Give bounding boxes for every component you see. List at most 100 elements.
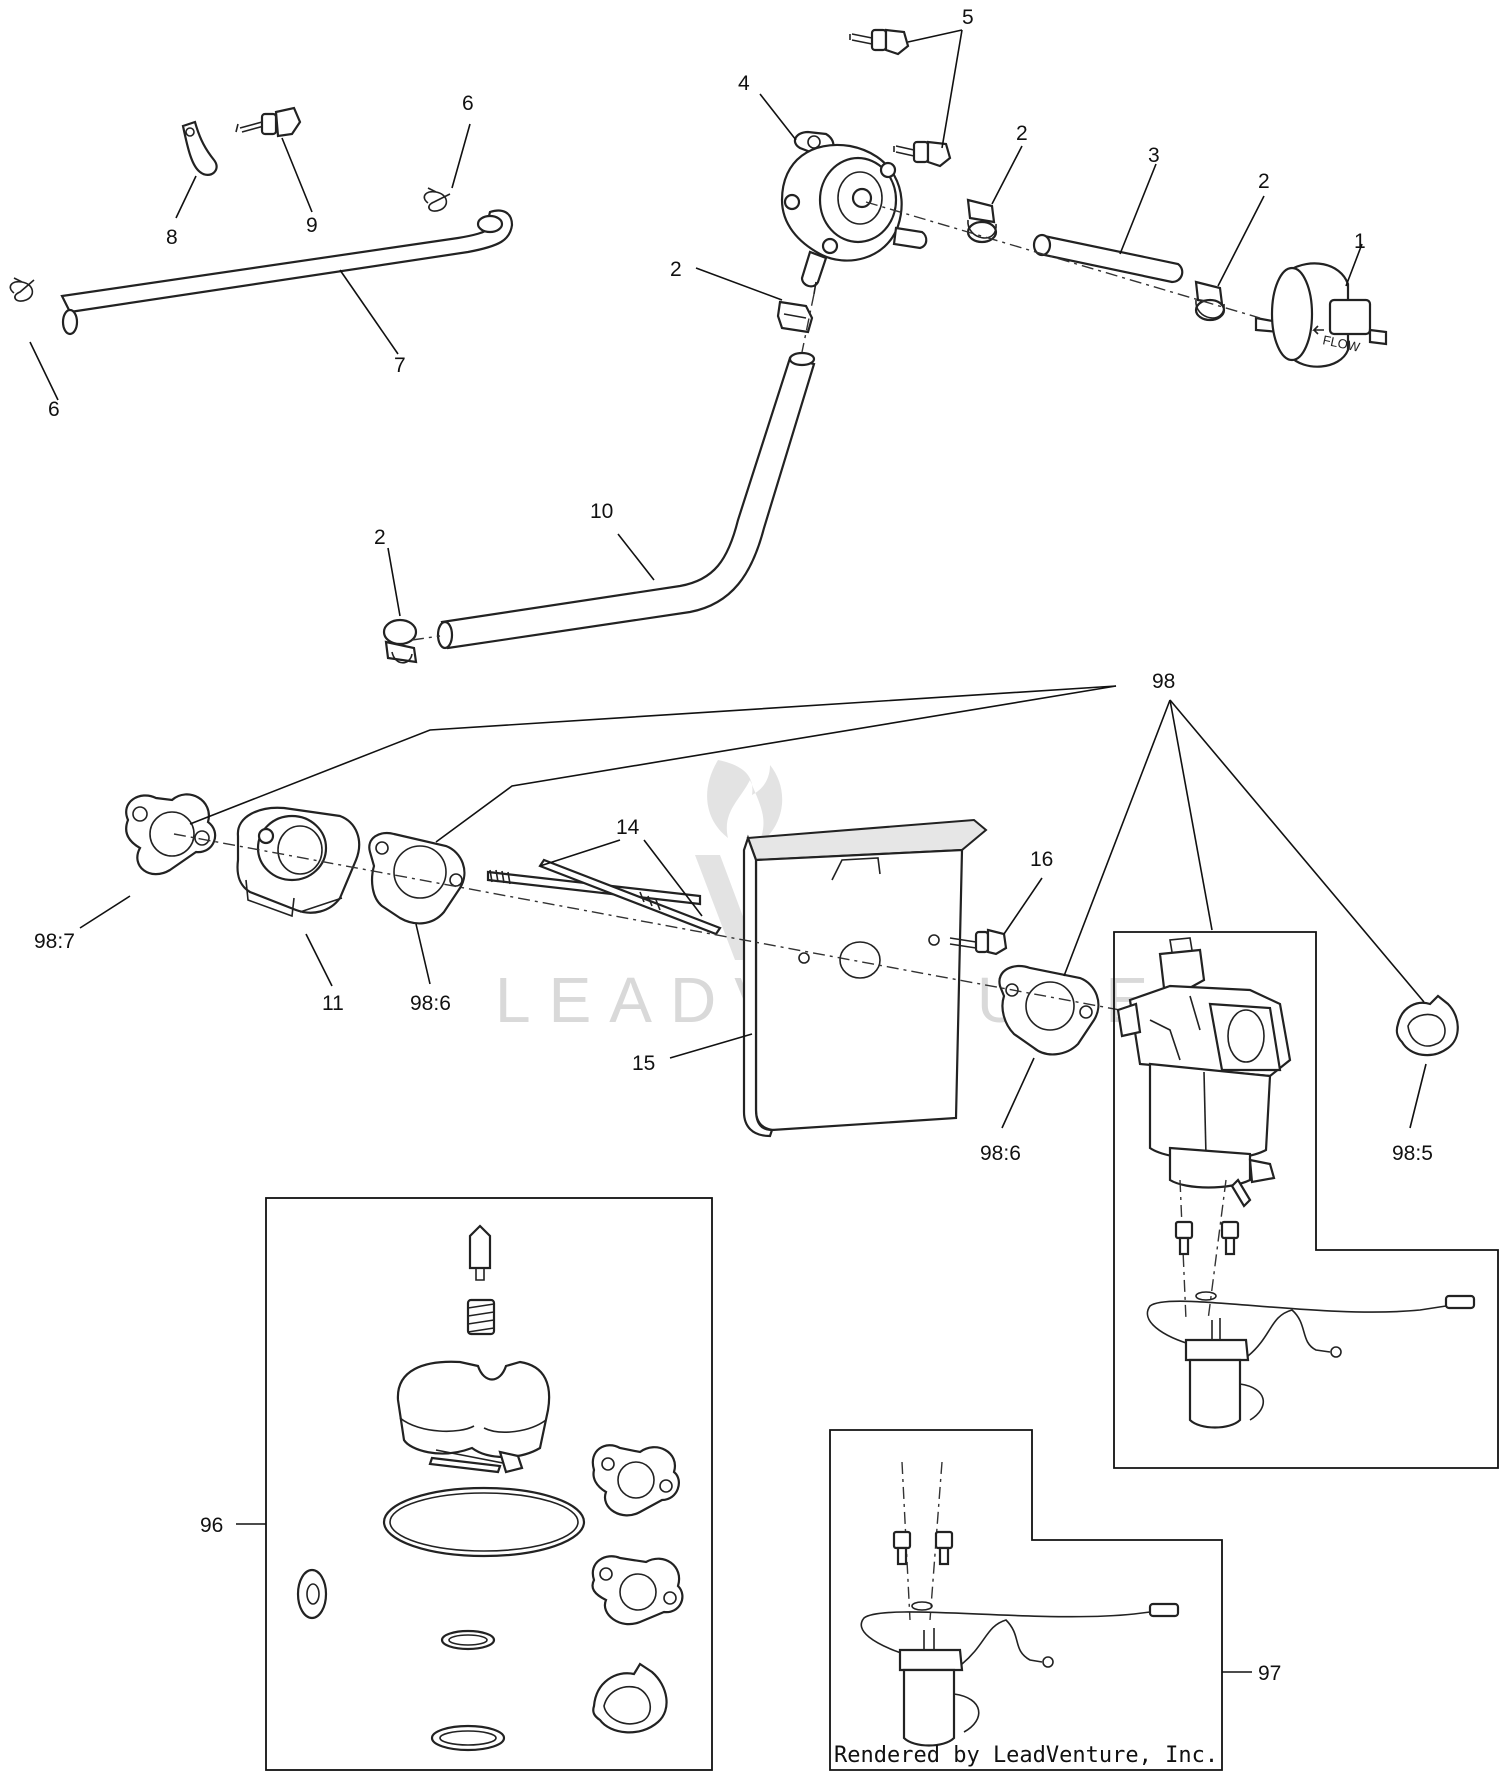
leader-2a: [991, 145, 1023, 205]
leader-3: [1119, 163, 1157, 255]
leader-98-5: [1409, 1063, 1427, 1129]
leader-2d: [387, 547, 401, 617]
o-ring-kit-a: [440, 1629, 496, 1651]
stud-14b: [538, 858, 722, 936]
heat-shield-15: [742, 818, 988, 1138]
fuel-hose-3: [1032, 233, 1184, 284]
washer: [296, 1568, 328, 1620]
leader-5b: [941, 29, 963, 149]
leader-15: [669, 1033, 753, 1059]
label-98-6b: 98:6: [980, 1142, 1021, 1165]
label-14: 14: [616, 816, 640, 839]
hose-clamp-2c: [776, 300, 814, 334]
centerline-pump-filter: [865, 201, 1261, 319]
fuel-solenoid-kit: [860, 1602, 1180, 1747]
centerline-carb-jet-b: [1207, 1179, 1227, 1321]
rendered-by-credit: Rendered by LeadVenture, Inc.: [834, 1743, 1218, 1768]
leader-98-to-986a: [435, 685, 1117, 843]
label-16: 16: [1030, 848, 1053, 871]
carburetor: [1116, 937, 1292, 1208]
label-96: 96: [200, 1514, 223, 1537]
gasket-98-5: [1395, 994, 1459, 1057]
label-10: 10: [590, 500, 613, 523]
leader-16: [1003, 877, 1043, 935]
label-11: 11: [322, 992, 344, 1015]
gasket-kit-b: [591, 1555, 684, 1626]
leader-98-6a: [415, 923, 431, 985]
jet-solenoid-b: [934, 1530, 954, 1566]
spring-clamp-6a: [9, 277, 35, 302]
leader-6a: [29, 341, 59, 401]
p-clip-8: [181, 120, 218, 176]
o-ring-kit-b: [430, 1724, 506, 1752]
leader-98-to-987: [189, 685, 1117, 825]
carburetor-kit-box: [1113, 931, 1499, 1469]
leader-5a: [907, 29, 963, 43]
hose-clamp-2b: [1194, 280, 1226, 322]
spring-clamp-6b: [423, 187, 451, 212]
gasket-kit-a: [591, 1444, 680, 1517]
jet-solenoid-a: [892, 1530, 912, 1566]
leader-4: [759, 93, 797, 141]
centerline-pump-hose: [801, 293, 815, 353]
label-2b: 2: [1258, 170, 1270, 193]
label-97: 97: [1258, 1662, 1281, 1685]
hose-clamp-2a: [966, 198, 998, 244]
jet-carb-a: [1174, 1220, 1194, 1256]
solenoid-kit-box: [829, 1429, 1223, 1771]
label-1: 1: [1354, 230, 1366, 253]
callout-labels: 1 2 2 2 2 3 4 5 6 6 7 8 9 10 11 14 15 16…: [34, 6, 1433, 1685]
gasket-98-6a: [368, 831, 466, 925]
bolt-9: [235, 106, 302, 138]
float-needle: [468, 1224, 492, 1281]
leader-11: [305, 933, 333, 987]
label-7: 7: [394, 354, 406, 377]
jet-carb-b: [1220, 1220, 1240, 1256]
label-2c: 2: [670, 258, 682, 281]
gasket-98-6b: [998, 964, 1100, 1056]
fuel-pump-4: [780, 130, 928, 295]
spring: [466, 1298, 496, 1336]
label-2d: 2: [374, 526, 386, 549]
leader-14b: [643, 839, 703, 917]
label-98: 98: [1152, 670, 1175, 693]
bolt-5a: [849, 28, 910, 56]
leader-7: [339, 269, 399, 355]
leader-98-6b: [1001, 1057, 1035, 1129]
gasket-kit-c: [592, 1662, 668, 1734]
leader-6b: [451, 123, 471, 189]
leader-9: [281, 137, 313, 213]
fuel-solenoid-carb: [1146, 1294, 1476, 1429]
label-15: 15: [632, 1052, 655, 1075]
label-2a: 2: [1016, 122, 1028, 145]
watermark-flame-icon: [707, 760, 783, 845]
leader-98-7: [79, 895, 131, 929]
leader-98-to-986b: [1063, 699, 1171, 977]
float: [396, 1360, 551, 1474]
o-ring-solenoid: [911, 1601, 933, 1611]
label-98-5: 98:5: [1392, 1142, 1433, 1165]
o-ring-carb: [1195, 1291, 1217, 1301]
label-3: 3: [1148, 144, 1160, 167]
leader-98-to-carb: [1169, 699, 1213, 931]
label-5: 5: [962, 6, 974, 29]
label-98-7: 98:7: [34, 930, 75, 953]
label-6a: 6: [48, 398, 60, 421]
leader-2b: [1217, 195, 1265, 287]
carburetor-rebuild-kit-box: [265, 1197, 713, 1771]
leader-2c: [695, 267, 783, 301]
spacer-11: [236, 806, 361, 918]
leader-98-to-985: [1169, 699, 1425, 1003]
fuel-filter-1: FLOW: [1254, 262, 1388, 368]
bolt-16: [949, 928, 1008, 956]
centerline-carb-mount: [173, 833, 1121, 1011]
leader-1: [1345, 243, 1363, 287]
bowl-gasket: [382, 1486, 586, 1558]
label-8: 8: [166, 226, 178, 249]
hose-clamp-2d: [382, 618, 418, 664]
leader-10: [617, 533, 655, 581]
leader-8: [175, 175, 197, 219]
leader-14a: [539, 839, 621, 867]
label-9: 9: [306, 214, 318, 237]
